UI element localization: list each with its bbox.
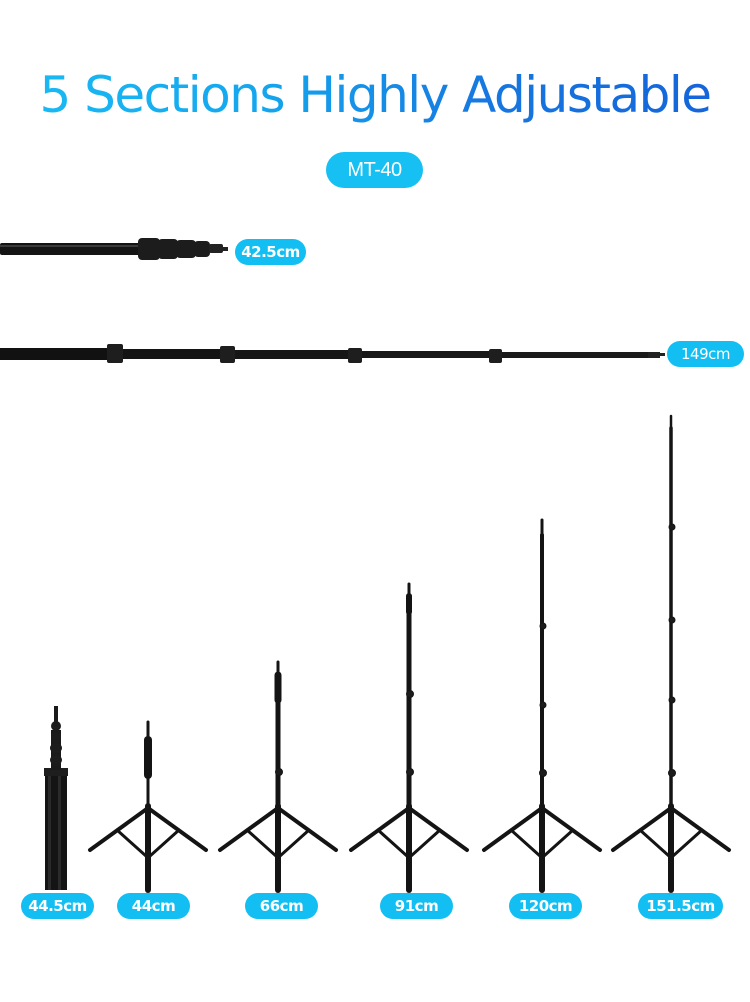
model-badge: MT-40 [326, 152, 423, 188]
page-title: 5 Sections Highly Adjustable [0, 60, 750, 130]
stand-label-1: 44.5cm [21, 893, 94, 919]
collapsed-length-label: 42.5cm [235, 239, 306, 265]
stand-label-4: 91cm [380, 893, 453, 919]
stand-44cm-image [88, 720, 208, 893]
stand-label-2: 44cm [117, 893, 190, 919]
extended-pole-image [0, 344, 665, 363]
stand-91cm-image [349, 582, 469, 893]
extended-length-label: 149cm [667, 341, 744, 367]
stand-label-3: 66cm [245, 893, 318, 919]
stand-label-6: 151.5cm [638, 893, 723, 919]
stand-label-5: 120cm [509, 893, 582, 919]
stand-151-5cm-image [611, 414, 731, 893]
stand-66cm-image [218, 660, 338, 893]
collapsed-pole-image [0, 238, 228, 260]
stand-folded-image [44, 706, 68, 890]
stand-120cm-image [482, 518, 602, 893]
